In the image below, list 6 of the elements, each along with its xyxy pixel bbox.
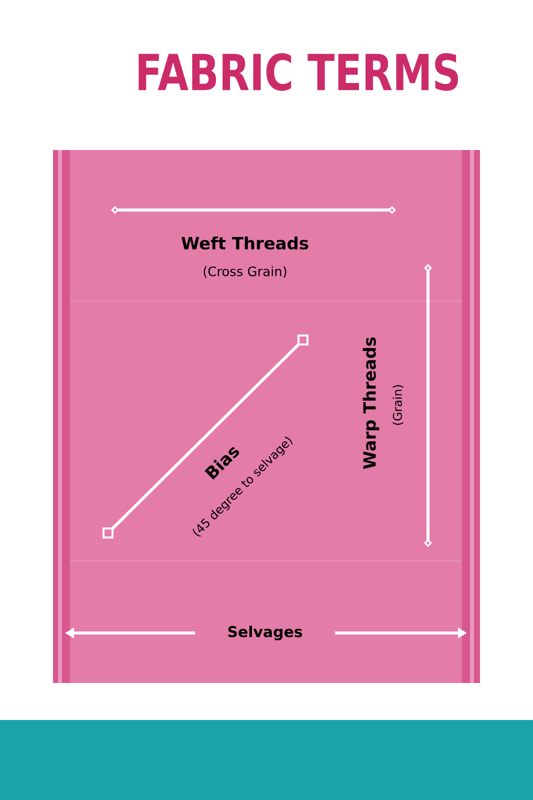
text-label: Weft Threads <box>182 236 308 250</box>
text-label: Warp Threads <box>362 337 380 469</box>
text-label: Selvages <box>228 626 302 640</box>
title: FABRIC TERMS <box>138 53 458 91</box>
text-label: (Cross Grain) <box>204 266 286 278</box>
text-label: (Grain) <box>392 385 404 425</box>
